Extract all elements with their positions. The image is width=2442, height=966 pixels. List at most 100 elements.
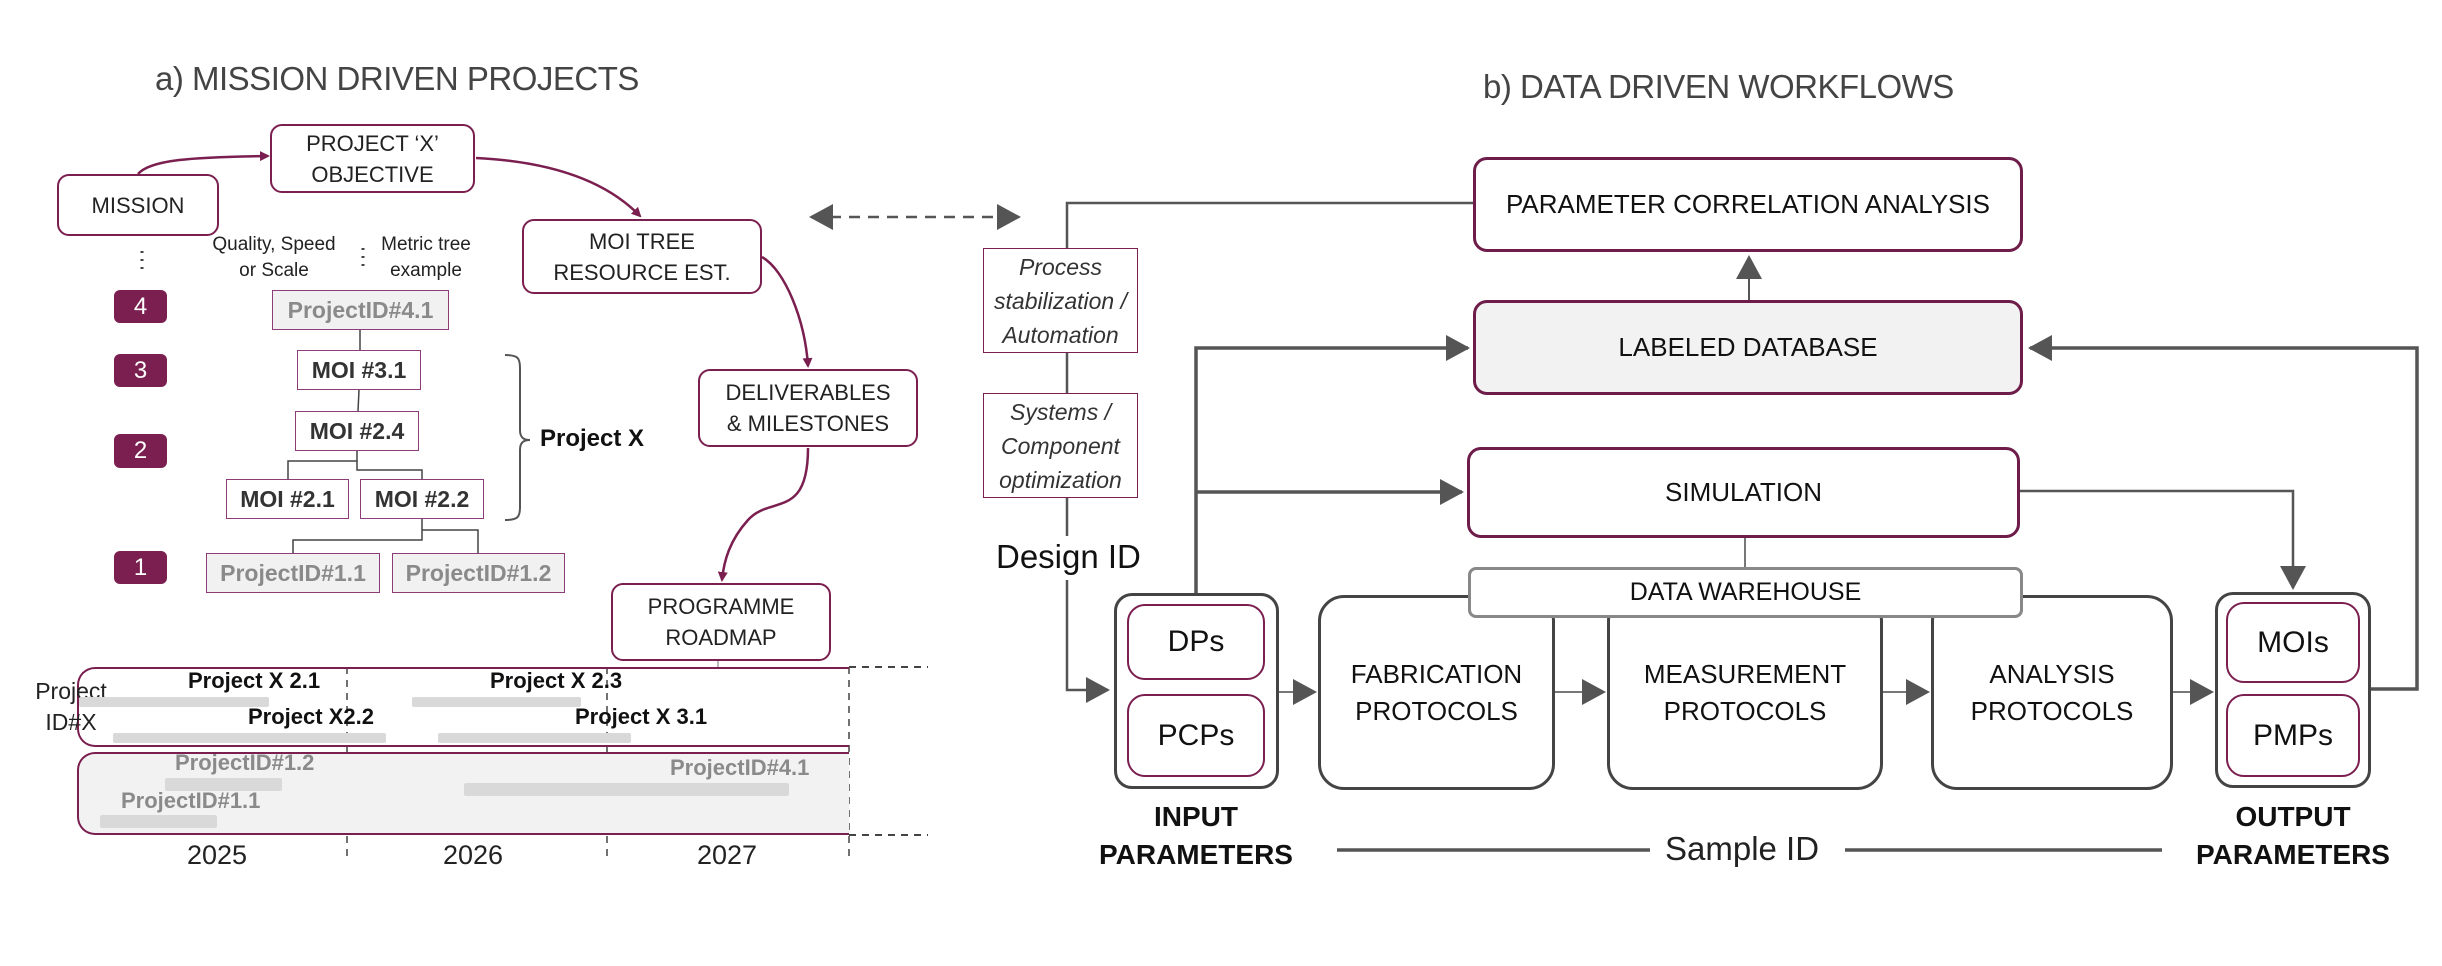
output-to-labeled-db-arrow — [2028, 335, 2419, 691]
fabrication-protocols-box: FABRICATION PROTOCOLS — [1318, 595, 1555, 790]
project-x-brace — [504, 354, 531, 521]
systems-line2: Component — [1001, 432, 1120, 459]
dps-box: DPs — [1127, 604, 1265, 680]
metric-line2: example — [390, 260, 462, 281]
metric-tree-example-label: Metric tree example — [368, 232, 484, 284]
arrow-moi-tree-to-deliverables — [761, 255, 813, 368]
pcps-box: PCPs — [1127, 694, 1265, 777]
timeline-bar-project-id — [464, 783, 789, 796]
quality-line2: or Scale — [239, 260, 309, 281]
parameter-correlation-label: PARAMETER CORRELATION ANALYSIS — [1506, 189, 1990, 219]
simulation-label: SIMULATION — [1665, 477, 1822, 507]
year-label-2025: 2025 — [187, 840, 248, 870]
level-badge-2: 2 — [114, 434, 167, 468]
panel-b-heading: b) DATA DRIVEN WORKFLOWS — [1483, 68, 1954, 105]
timeline-bar-project-id — [165, 778, 282, 791]
arrow-objective-to-moi-tree — [475, 156, 642, 218]
deliverables-line1: DELIVERABLES — [725, 380, 891, 405]
timeline-label-project-id: ProjectID#1.1 — [121, 788, 261, 813]
systems-line3: optimization — [999, 466, 1122, 493]
roadmap-box: PROGRAMME ROADMAP — [611, 583, 831, 661]
process-line1: Process — [1018, 253, 1103, 280]
timeline-label-project-x: Project X 2.1 — [188, 668, 321, 693]
fabrication-line1: FABRICATION — [1350, 658, 1523, 689]
tree-node-moi-2-1: MOI #2.1 — [226, 479, 349, 519]
sample-id-label: Sample ID — [1665, 830, 1820, 867]
tree-link-2-2-to-1-1 — [292, 519, 423, 553]
measurement-line1: MEASUREMENT — [1643, 658, 1847, 689]
fabrication-line2: PROTOCOLS — [1355, 695, 1518, 726]
output-label-line1: OUTPUT — [2235, 801, 2351, 832]
input-parameters-label: INPUT PARAMETERS — [1076, 798, 1316, 874]
timeline-label-project-x: Project X 3.1 — [575, 704, 708, 729]
timeline-bar-project-x — [78, 697, 269, 707]
tree-link-3-1-to-2-4 — [357, 389, 360, 412]
tree-node-project-4-1: ProjectID#4.1 — [272, 290, 449, 330]
tree-node-moi-2-4: MOI #2.4 — [295, 411, 419, 451]
moi-tree-line2: RESOURCE EST. — [553, 259, 731, 285]
timeline-row-label: Project ID#X — [30, 676, 112, 738]
level-badge-4: 4 — [114, 290, 167, 323]
pcps-label: PCPs — [1157, 718, 1235, 752]
objective-line2: OBJECTIVE — [311, 161, 434, 187]
simulation-box: SIMULATION — [1467, 447, 2020, 538]
mois-box: MOIs — [2226, 602, 2360, 683]
moi-tree-line1: MOI TREE — [589, 228, 695, 254]
design-id-to-input-arrow — [1065, 580, 1110, 703]
pmps-box: PMPs — [2226, 694, 2360, 777]
roadmap-line1: PROGRAMME — [647, 594, 795, 619]
roadmap-line2: ROADMAP — [665, 625, 777, 650]
timeline-label-project-x: Project X2.2 — [248, 704, 374, 729]
quality-line1: Quality, Speed — [212, 234, 336, 255]
tree-node-moi-2-2: MOI #2.2 — [360, 479, 484, 519]
arrow-deliverables-to-roadmap — [717, 447, 810, 582]
labeled-database-box: LABELED DATABASE — [1473, 300, 2023, 395]
measurement-line2: PROTOCOLS — [1663, 695, 1827, 726]
systems-line1: Systems / — [1010, 398, 1111, 425]
input-to-labeled-db-arrow — [1194, 335, 1470, 593]
timeline-label-project-x: Project X 2.3 — [490, 668, 623, 693]
arrow-mission-to-objective — [137, 151, 270, 175]
parameter-correlation-box: PARAMETER CORRELATION ANALYSIS — [1473, 157, 2023, 252]
metric-line1: Metric tree — [381, 234, 471, 255]
timeline-bar-project-x — [412, 697, 581, 707]
timeline-bar-project-x — [113, 733, 386, 743]
deliverables-line2: & MILESTONES — [726, 411, 890, 436]
systems-optimization-note: Systems / Component optimization — [983, 393, 1138, 498]
output-parameters-label: OUTPUT PARAMETERS — [2173, 798, 2413, 874]
process-line3: Automation — [1002, 321, 1119, 348]
data-warehouse-box: DATA WAREHOUSE — [1468, 567, 2023, 618]
timeline-project-x-band — [77, 667, 849, 747]
panel-a-heading: a) MISSION DRIVEN PROJECTS — [155, 60, 639, 97]
simulation-to-output-arrow — [2020, 489, 2306, 590]
year-label-2027: 2027 — [697, 840, 758, 870]
dps-label: DPs — [1167, 625, 1225, 658]
process-stabilization-note: Process stabilization / Automation — [983, 248, 1138, 353]
tree-node-project-1-2: ProjectID#1.2 — [392, 553, 565, 593]
mission-box: MISSION — [57, 174, 219, 236]
pmps-label: PMPs — [2252, 718, 2333, 752]
timeline-label-project-id: ProjectID#4.1 — [670, 755, 810, 780]
output-label-line2: PARAMETERS — [2196, 839, 2390, 870]
deliverables-box: DELIVERABLES & MILESTONES — [698, 369, 918, 447]
design-id-label: Design ID — [996, 538, 1141, 576]
tree-link-2-4-to-2-1 — [287, 451, 358, 479]
tree-node-project-1-1: ProjectID#1.1 — [206, 553, 380, 593]
objective-line1: PROJECT ‘X’ — [306, 130, 439, 156]
input-label-line1: INPUT — [1154, 801, 1238, 832]
tree-link-2-2-to-1-2 — [422, 529, 479, 553]
moi-tree-box: MOI TREE RESOURCE EST. — [522, 219, 762, 294]
tree-node-moi-3-1: MOI #3.1 — [297, 350, 421, 390]
data-warehouse-label: DATA WAREHOUSE — [1629, 578, 1862, 606]
process-line2: stabilization / — [994, 287, 1127, 314]
tree-link-2-4-to-2-2 — [356, 461, 423, 479]
timeline-bar-project-x — [438, 733, 632, 743]
mois-label: MOIs — [2257, 625, 2329, 659]
timeline-label-project-id: ProjectID#1.2 — [175, 750, 315, 775]
project-x-brace-label: Project X — [540, 425, 645, 452]
row-label-line2: ID#X — [45, 709, 97, 735]
labeled-database-label: LABELED DATABASE — [1618, 332, 1878, 362]
quality-speed-scale-label: Quality, Speed or Scale — [196, 232, 352, 284]
